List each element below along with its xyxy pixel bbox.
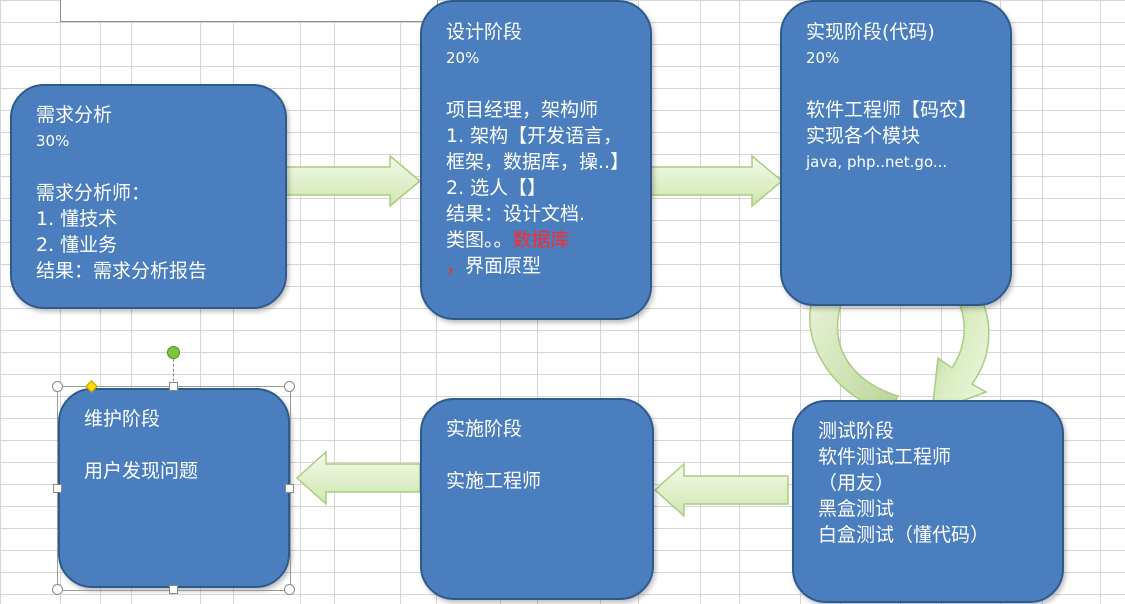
resize-handle-right[interactable]	[285, 484, 294, 493]
stage-line: 2. 选人【】	[446, 177, 547, 199]
stage-line: ，界面原型	[446, 253, 636, 279]
stage-percent: 20%	[806, 49, 840, 67]
stage-line: 框架，数据库，操..】	[446, 151, 630, 173]
stage-testing[interactable]: 测试阶段 软件测试工程师 （用友） 黑盒测试 白盒测试（懂代码）	[792, 400, 1064, 603]
resize-handle-top-right[interactable]	[284, 381, 295, 392]
tech-stack: java, php..net.go...	[806, 153, 948, 171]
stage-line: 结果：需求分析报告	[36, 260, 208, 282]
stage-requirements[interactable]: 需求分析 30% 需求分析师： 1. 懂技术 2. 懂业务 结果：需求分析报告	[10, 84, 287, 309]
stage-line: 1. 懂技术	[36, 208, 118, 230]
resize-handle-top[interactable]	[169, 382, 178, 391]
stage-line-tail: ，界面原型	[446, 255, 541, 277]
stage-line: 白盒测试（懂代码）	[818, 524, 990, 546]
stage-line: 类图。。	[446, 229, 513, 251]
arrow-deploy-to-maint	[295, 450, 421, 506]
stage-title: 测试阶段	[818, 420, 895, 442]
stage-line-with-highlight: 类图。。数据库	[446, 227, 636, 253]
arrow-req-to-design	[274, 154, 422, 208]
stage-maintenance[interactable]: 维护阶段 用户发现问题	[58, 388, 290, 588]
spacer	[446, 71, 636, 97]
stage-design[interactable]: 设计阶段 20% 项目经理，架构师 1. 架构【开发语言， 框架，数据库，操..…	[420, 0, 652, 320]
grid-line	[1042, 0, 1043, 604]
spacer	[446, 442, 638, 468]
grid-line	[739, 0, 740, 604]
stage-line: 软件测试工程师	[818, 446, 952, 468]
grid-line	[334, 0, 335, 604]
arrow-test-to-deploy	[653, 462, 789, 518]
spacer	[84, 432, 274, 458]
stage-title: 实施阶段	[446, 418, 523, 440]
resize-handle-bottom-left[interactable]	[52, 584, 63, 595]
stage-line-rest: 界面原型	[465, 255, 542, 277]
stage-line: 用户发现问题	[84, 460, 199, 482]
stage-title: 实现阶段(代码)	[806, 21, 935, 43]
stage-deployment[interactable]: 实施阶段 实施工程师	[420, 398, 654, 600]
stage-line: （用友）	[818, 472, 895, 494]
stage-line: 结果：设计文档.	[446, 203, 586, 225]
stage-line: 实现各个模块	[806, 125, 921, 147]
stage-title: 需求分析	[36, 104, 113, 126]
stage-implementation[interactable]: 实现阶段(代码) 20% 软件工程师【码农】 实现各个模块 java, php.…	[780, 0, 1012, 306]
stage-line: 项目经理，架构师	[446, 99, 599, 121]
spacer	[806, 71, 996, 97]
stage-line: 黑盒测试	[818, 498, 895, 520]
resize-handle-left[interactable]	[53, 484, 62, 493]
stage-line: 软件工程师【码农】	[806, 99, 978, 121]
rotate-handle-line	[173, 359, 174, 386]
arrow-design-to-impl	[635, 154, 784, 208]
resize-handle-bottom-right[interactable]	[284, 584, 295, 595]
highlight-text: 数据库	[512, 229, 570, 251]
stage-line: 1. 架构【开发语言，	[446, 125, 623, 147]
highlight-comma: ，	[446, 255, 466, 277]
stage-percent: 20%	[446, 49, 480, 67]
stage-title: 维护阶段	[84, 408, 161, 430]
stage-percent: 30%	[36, 132, 70, 150]
stage-line: 2. 懂业务	[36, 234, 118, 256]
stage-title: 设计阶段	[446, 21, 523, 43]
stage-line: 实施工程师	[446, 470, 542, 492]
spacer	[36, 154, 271, 180]
resize-handle-bottom[interactable]	[169, 585, 178, 594]
rotate-handle[interactable]	[167, 346, 180, 359]
resize-handle-top-left[interactable]	[52, 381, 63, 392]
stage-line: 需求分析师：	[36, 182, 151, 204]
